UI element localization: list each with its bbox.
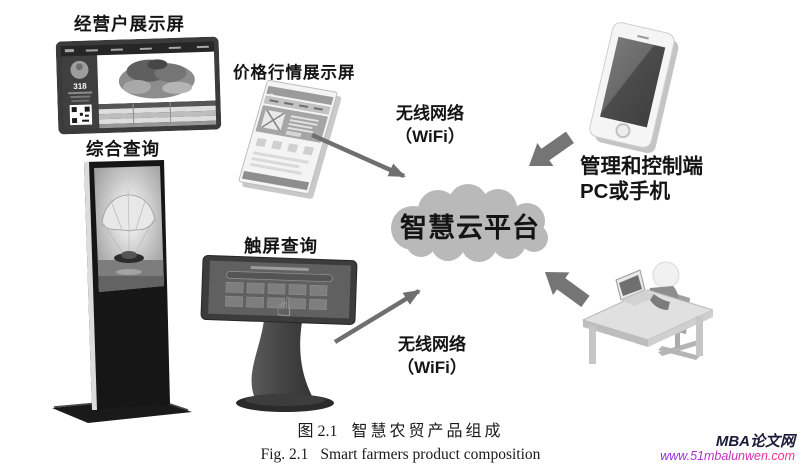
watermark-site-url: www.51mbalunwen.com	[660, 449, 795, 463]
operator-desk-illustration	[578, 248, 715, 383]
watermark-site-name: MBA论文网	[715, 433, 795, 450]
laptop-base	[621, 290, 658, 306]
price-display-mockup	[237, 79, 339, 195]
touch-kiosk-illustration: ☝	[198, 250, 373, 425]
wifi-top-line1: 无线网络	[396, 104, 464, 123]
merchant-display-label: 经营户展示屏	[74, 14, 185, 34]
caption-zh-number: 图 2.1	[297, 423, 338, 440]
caption-zh-title: 智慧农贸产品组成	[351, 423, 504, 440]
caption-en-number: Fig. 2.1	[260, 446, 309, 463]
hand-cursor-icon: ☝	[276, 292, 292, 322]
cloud-platform-label: 智慧云平台	[400, 213, 540, 243]
cloud-shape	[391, 184, 548, 262]
wifi-bottom-line2: （WiFi）	[397, 358, 467, 377]
person-head	[652, 261, 680, 289]
management-label-line2: PC或手机	[580, 180, 670, 203]
caption-zh: 图 2.1 智慧农贸产品组成	[0, 417, 801, 441]
cloud-illustration	[378, 183, 562, 263]
standing-kiosk-illustration	[52, 160, 192, 424]
touch-kiosk-screen	[200, 255, 358, 326]
chair-pole	[675, 326, 680, 348]
kiosk-screen-image	[94, 166, 164, 292]
figure-caption: 图 2.1 智慧农贸产品组成 Fig. 2.1 Smart farmers prod…	[0, 417, 801, 464]
image-placeholder-icon	[260, 109, 286, 131]
touch-kiosk-stand	[251, 320, 314, 400]
arrow-phone-to-cloud	[529, 131, 574, 166]
merchant-display-illustration: 318	[55, 36, 222, 135]
phone-screen	[600, 36, 666, 128]
price-display-label: 价格行情展示屏	[233, 64, 356, 82]
wifi-label-top: 无线网络 （WiFi）	[375, 102, 485, 148]
vegetables-photo	[118, 59, 195, 99]
phone-illustration	[587, 20, 677, 150]
desk-leg	[589, 326, 596, 364]
caption-en: Fig. 2.1 Smart farmers product compositio…	[0, 446, 801, 464]
stall-number: 318	[73, 82, 87, 91]
wifi-label-bottom: 无线网络 （WiFi）	[377, 333, 487, 379]
management-terminal-label: 管理和控制端 PC或手机	[580, 154, 703, 204]
touch-query-label: 触屏查询	[244, 236, 318, 256]
desk-leg	[696, 316, 703, 356]
price-display-illustration	[237, 79, 339, 200]
qr-code-icon	[69, 104, 93, 126]
caption-en-title: Smart farmers product composition	[320, 446, 541, 463]
comprehensive-query-label: 综合查询	[86, 139, 160, 159]
phone-home-button	[614, 121, 632, 140]
management-label-line1: 管理和控制端	[580, 155, 703, 178]
merchant-display-screen: 318	[55, 36, 222, 135]
wifi-top-line2: （WiFi）	[395, 127, 465, 146]
watermark: MBA论文网 www.51mbalunwen.com	[660, 434, 795, 464]
person-arm	[650, 294, 670, 310]
phone-speaker	[636, 34, 650, 40]
phone-body	[587, 20, 677, 150]
wifi-bottom-line1: 无线网络	[398, 335, 466, 354]
